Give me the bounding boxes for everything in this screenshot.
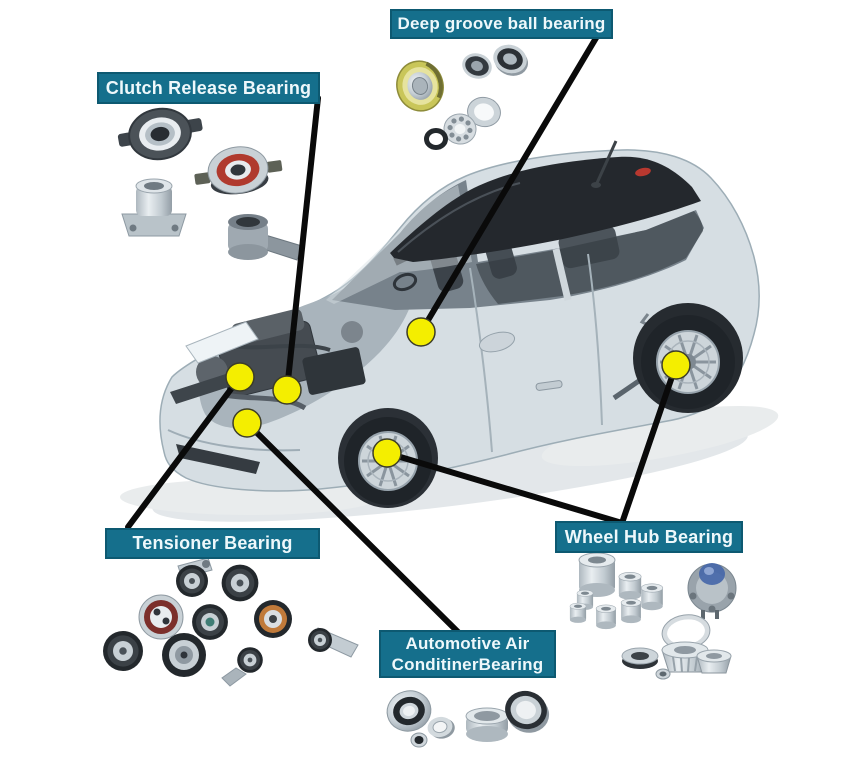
leader-line-ac — [244, 420, 462, 636]
leader-line-wheel-hub-front — [384, 450, 625, 526]
annotations-layer — [125, 30, 691, 636]
label-clutch-release-bearing: Clutch Release Bearing — [97, 72, 320, 104]
door-details — [469, 253, 603, 453]
label-text: Tensioner Bearing — [132, 533, 293, 553]
marker-ac — [232, 408, 262, 438]
label-text: Clutch Release Bearing — [105, 77, 312, 98]
headlight — [185, 321, 259, 364]
marker-deep-groove — [406, 317, 436, 347]
b-pillar — [552, 248, 572, 301]
leader-line-tensioner — [125, 374, 243, 530]
tensioner-bearing-cluster — [103, 557, 359, 687]
label-text-line2: ConditinerBearing — [391, 655, 544, 674]
marker-wheel-hub-front — [372, 438, 402, 468]
front-end — [167, 321, 301, 474]
leader-line-clutch-release — [284, 95, 321, 393]
wheel-hub-bearing-cluster — [569, 552, 737, 680]
leader-line-wheel-hub-rear — [619, 362, 679, 526]
brake-light — [635, 167, 651, 177]
label-text-line1: Automotive Air — [405, 634, 530, 653]
deep-groove-bearing-cluster — [396, 44, 529, 150]
label-automotive-ac-bearing: Automotive Air ConditinerBearing — [379, 630, 556, 678]
antenna — [591, 140, 618, 188]
marker-wheel-hub-rear — [661, 350, 691, 380]
ac-bearing-cluster — [386, 690, 550, 748]
label-tensioner-bearing: Tensioner Bearing — [105, 528, 320, 559]
label-text: Deep groove ball bearing — [397, 14, 606, 33]
marker-clutch-release — [272, 375, 302, 405]
hub-assembly — [687, 563, 737, 619]
label-text: Wheel Hub Bearing — [564, 526, 734, 547]
leader-line-deep-groove — [418, 30, 602, 335]
side-mirror — [478, 331, 516, 353]
car-illustration — [120, 140, 779, 522]
marker-tensioner — [225, 362, 255, 392]
label-deep-groove-ball-bearing: Deep groove ball bearing — [390, 9, 613, 39]
label-wheel-hub-bearing: Wheel Hub Bearing — [555, 521, 743, 553]
grille — [170, 372, 238, 404]
clutch-release-bearing-cluster — [117, 107, 303, 261]
